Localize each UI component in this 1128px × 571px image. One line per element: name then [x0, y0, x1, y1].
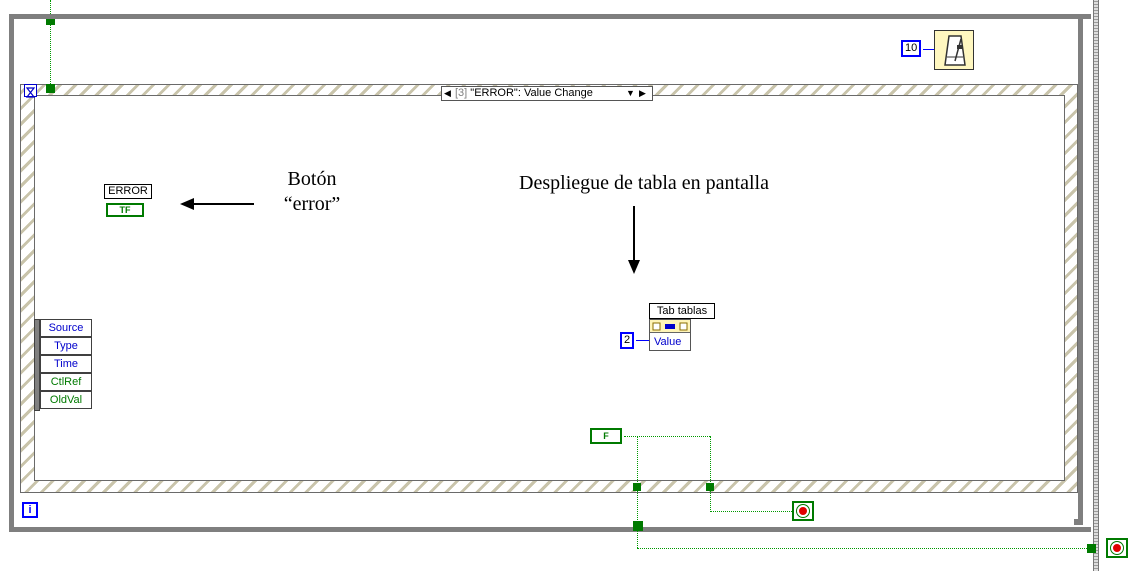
tunnel-loop-bottom — [633, 521, 643, 531]
button-annotation-line1: Botón — [264, 168, 360, 192]
case-dropdown-icon[interactable]: ▼ — [626, 88, 635, 98]
table-annotation: Despliegue de tabla en pantalla — [503, 172, 785, 198]
tab-index-constant[interactable]: 2 — [620, 332, 635, 349]
tunnel-wire — [50, 25, 51, 84]
tunnel-event-top — [46, 84, 55, 93]
tunnel-event-bottom-a — [633, 483, 641, 491]
false-constant[interactable]: F — [590, 428, 622, 444]
table-annotation-arrow — [626, 204, 642, 276]
bool-wire-a — [624, 436, 710, 437]
next-case-arrow-icon[interactable]: ▶ — [639, 88, 646, 98]
property-node[interactable]: Value — [649, 319, 691, 351]
bool-wire-d — [710, 511, 792, 512]
stop-terminal-inner[interactable] — [792, 501, 814, 521]
tab-index-wire — [636, 340, 649, 341]
event-structure-interior — [34, 95, 1065, 481]
event-data-source[interactable]: Source — [40, 319, 92, 337]
tunnel-outer-right — [1087, 544, 1096, 553]
event-structure[interactable] — [20, 84, 1078, 493]
event-data-time[interactable]: Time — [40, 355, 92, 373]
error-control-label: ERROR — [104, 184, 152, 199]
event-case-selector[interactable]: ◀ [3] "ERROR": Value Change ▼ ▶ — [441, 86, 653, 101]
property-value-label[interactable]: Value — [654, 336, 682, 348]
event-data-oldval[interactable]: OldVal — [40, 391, 92, 409]
false-constant-text: F — [603, 431, 609, 441]
button-annotation-arrow — [178, 197, 258, 211]
bool-wire-c — [710, 436, 711, 512]
event-data-node[interactable]: Source Type Time CtlRef OldVal — [34, 319, 92, 411]
property-node-label: Tab tablas — [649, 303, 715, 319]
event-data-type[interactable]: Type — [40, 337, 92, 355]
hourglass-icon[interactable] — [24, 84, 37, 98]
stop-icon — [1111, 542, 1123, 554]
case-selector-label: [3] "ERROR": Value Change — [455, 87, 593, 99]
event-data-node-bar — [34, 319, 40, 411]
error-control-terminal[interactable]: TF — [106, 203, 144, 217]
incoming-wire — [50, 0, 51, 18]
bool-wire-e — [637, 548, 1091, 549]
property-node-header — [650, 320, 690, 333]
button-annotation-line2: “error” — [264, 193, 360, 217]
stop-terminal-outer[interactable] — [1106, 538, 1128, 558]
stop-icon — [797, 505, 809, 517]
while-loop-right-edge — [1078, 14, 1083, 519]
event-data-ctlref[interactable]: CtlRef — [40, 373, 92, 391]
bool-wire-b — [637, 436, 638, 548]
tunnel-top — [46, 16, 55, 25]
while-loop-bottom-right — [1074, 519, 1083, 525]
prev-case-arrow-icon[interactable]: ◀ — [444, 88, 451, 98]
wait-ms-constant[interactable]: 10 — [901, 40, 922, 57]
iteration-terminal[interactable]: i — [22, 502, 38, 518]
tunnel-event-bottom-b — [706, 483, 714, 491]
while-loop[interactable] — [9, 14, 1091, 532]
wait-wire — [923, 49, 934, 50]
metronome-icon[interactable] — [934, 30, 974, 70]
diagram-edge — [1093, 0, 1099, 571]
